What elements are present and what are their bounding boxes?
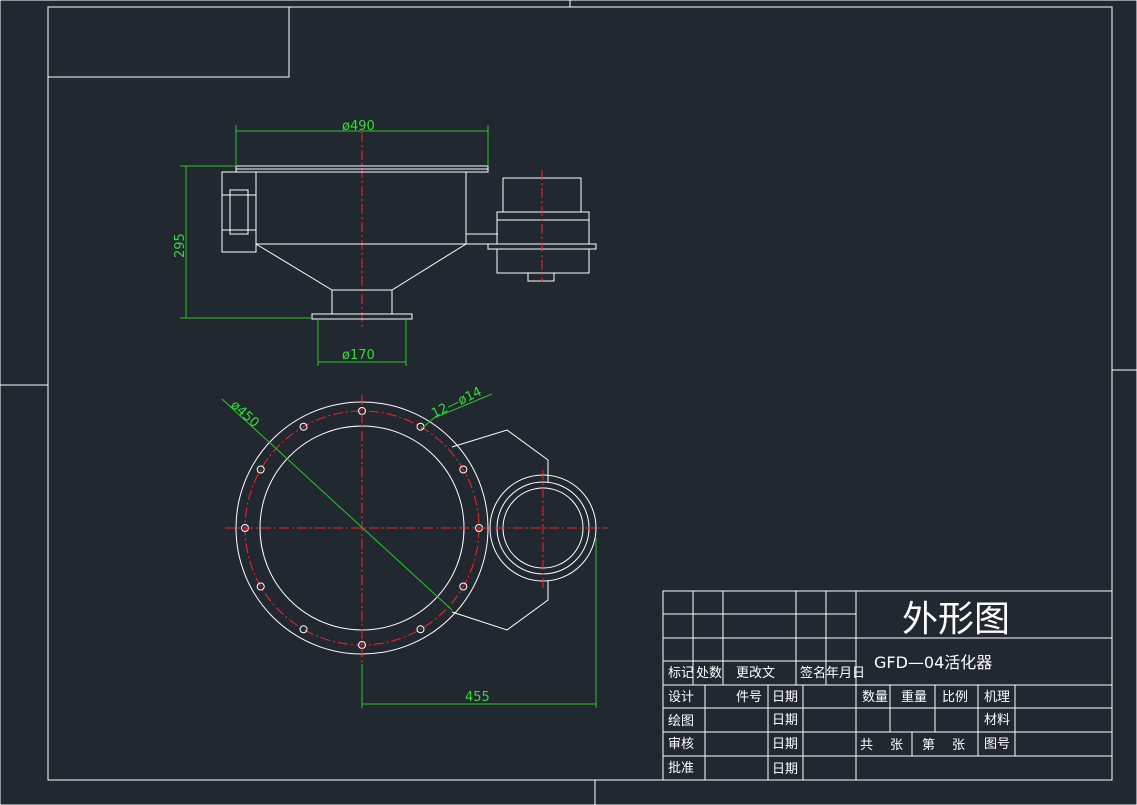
tb-label-sheet-no: 第 (922, 738, 935, 753)
tb-label-mark: 标记 (668, 666, 694, 681)
tb-label-weight: 重量 (901, 689, 927, 705)
dim-line-circle-diameter (221, 398, 453, 611)
bolt-hole (459, 465, 468, 474)
bolt-hole (459, 582, 468, 591)
left-bracket-window (229, 189, 249, 235)
tb-label-date: 日期 (772, 690, 798, 705)
drive-plate-upper (496, 219, 590, 245)
dim-top-diameter-label: ø490 (342, 119, 375, 134)
tb-label-drafting: 绘图 (668, 714, 694, 729)
tb-label-date: 日期 (772, 762, 798, 777)
drive-shaft-end (527, 272, 555, 282)
left-bracket (221, 171, 257, 253)
title-block: 外形图 GFD—04活化器 标记 处数 更改文 签名 年月日 设计 件号 日期 … (662, 590, 1113, 781)
tb-label-date: 日期 (772, 737, 798, 752)
tb-label-scale: 比例 (942, 690, 968, 705)
tb-label-part-no: 件号 (736, 690, 762, 705)
tb-label-sheets: 张 (952, 738, 965, 753)
motor-base (496, 211, 590, 221)
bolt-hole (299, 422, 308, 431)
dim-offset-label: 455 (465, 690, 490, 705)
tb-label-review: 审核 (668, 737, 694, 752)
tb-label-sheets: 张 (890, 738, 903, 753)
plan-view: ø450 12—ø14 455 (221, 384, 608, 708)
front-view: ø490 295 ø170 (173, 119, 597, 366)
cone (255, 243, 467, 291)
tb-label-approve: 批准 (668, 761, 694, 776)
tb-label-material: 材料 (984, 713, 1010, 728)
bolt-hole (416, 625, 425, 634)
drive-plate-lower (496, 248, 590, 274)
dim-circle-diameter-label: ø450 (227, 398, 261, 431)
bolt-hole (256, 465, 265, 474)
bolt-hole (256, 582, 265, 591)
tb-label-quantity: 数量 (862, 690, 888, 705)
corner-label-box (47, 6, 290, 78)
tb-label-change: 更改文 (736, 666, 775, 681)
tb-label-total: 共 (860, 738, 873, 753)
holes-spec-label: 12—ø14 (429, 384, 484, 421)
tb-label-drawing-no: 图号 (984, 737, 1010, 752)
bottom-flange (311, 313, 413, 320)
tb-label-sign: 签名 (800, 665, 826, 681)
inner-border (47, 6, 1113, 781)
tb-label-date: 日期 (772, 713, 798, 728)
tb-label-count: 处数 (696, 666, 722, 681)
dim-outlet-label: ø170 (342, 348, 375, 363)
holes-leader (419, 393, 493, 431)
tb-label-machine: 机理 (984, 690, 1010, 705)
drawing-title: 外形图 (902, 599, 1010, 640)
housing-upper-outline (451, 429, 549, 482)
tb-label-design: 设计 (668, 690, 694, 705)
housing-lower-outline (451, 580, 549, 631)
model-name: GFD—04活化器 (874, 653, 992, 672)
bolt-hole (299, 625, 308, 634)
tb-label-date-ymd: 年月日 (826, 666, 865, 681)
dim-height-label: 295 (173, 233, 188, 258)
